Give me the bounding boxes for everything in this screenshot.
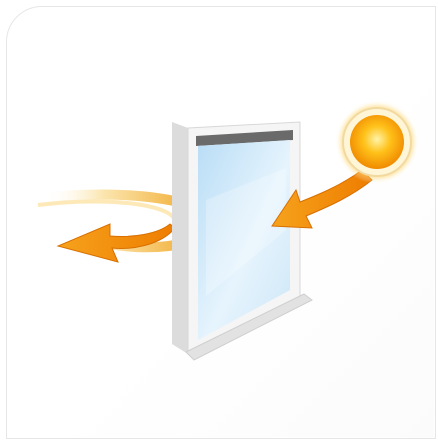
window-icon — [172, 122, 312, 360]
sun-icon — [335, 100, 419, 184]
